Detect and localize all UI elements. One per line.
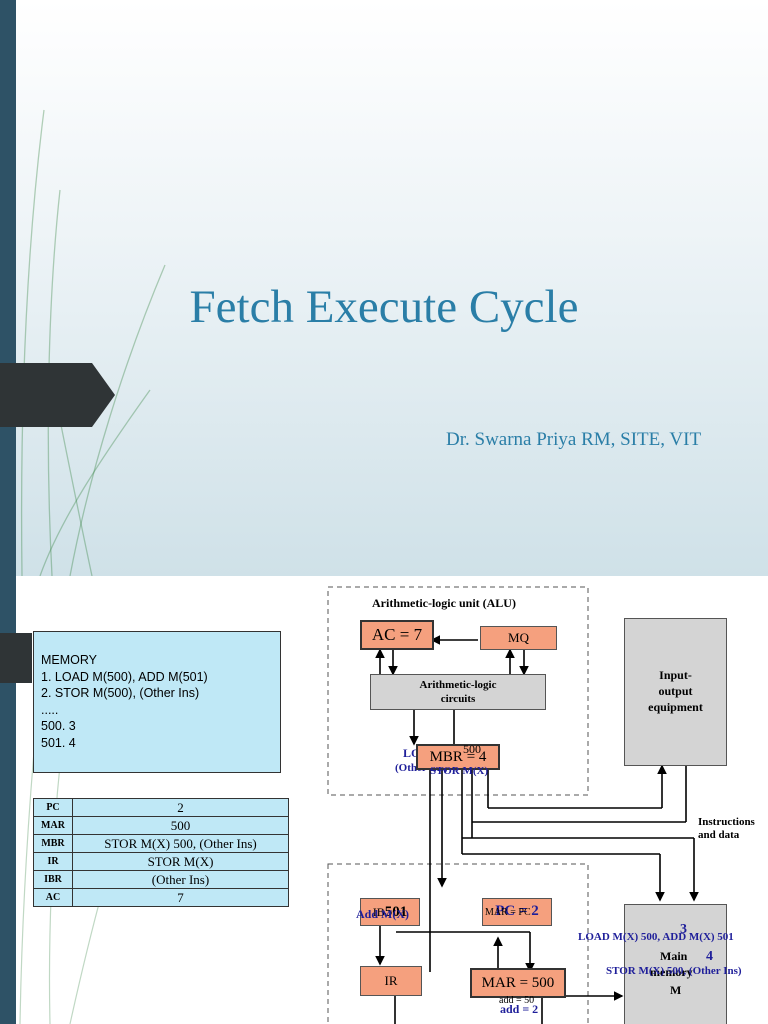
ibr-prefix: IB — [372, 905, 385, 919]
register-value: 7 — [72, 888, 289, 907]
instructions-line: Instructions — [698, 816, 755, 828]
ir-label: IR — [384, 973, 398, 988]
alu-circuits-line: circuits — [440, 693, 476, 705]
io-box: Input- output equipment — [624, 618, 727, 766]
memory-line: 500. 3 — [41, 719, 76, 733]
register-value: STOR M(X) — [72, 852, 289, 871]
mbr-box: MBR = 4 — [416, 744, 500, 770]
table-row: IBR(Other Ins) — [33, 870, 289, 889]
title-slide: Fetch Execute Cycle Dr. Swarna Priya RM,… — [0, 0, 768, 576]
mem-3: 3 — [680, 922, 687, 937]
arrow-tab-icon-2 — [0, 633, 32, 683]
register-value: STOR M(X) 500, (Other Ins) — [72, 834, 289, 853]
ibr-add: Add M(X) — [356, 907, 409, 921]
register-name: AC — [33, 888, 73, 907]
diagram-slide: MEMORY 1. LOAD M(500), ADD M(501) 2. STO… — [0, 576, 768, 1024]
register-name: IR — [33, 852, 73, 871]
mem-4: 4 — [706, 949, 713, 964]
mbr-stor: STOR M(X) — [430, 765, 489, 777]
pc-under: MAR = PC — [485, 907, 531, 918]
register-name: MBR — [33, 834, 73, 853]
pc-label: PC = 2 — [495, 903, 539, 919]
mem-memory: memory — [650, 965, 693, 979]
pc-box: PC = 2 — [482, 898, 552, 926]
register-value: 2 — [72, 798, 289, 817]
main-memory-box — [624, 904, 727, 1024]
mar-label: MAR = 500 — [481, 975, 555, 991]
ibr-501: 501 — [384, 904, 408, 920]
register-name: PC — [33, 798, 73, 817]
io-line: equipment — [648, 700, 703, 714]
register-value: 500 — [72, 816, 289, 835]
sidebar-strip-2 — [0, 576, 16, 1024]
ias-structure-diagram: Arithmetic-logic unit (ALU) AC = 7 MQ Ar… — [300, 576, 768, 1024]
memory-line: 2. STOR M(500), (Other Ins) — [41, 686, 200, 700]
memory-line: 501. 4 — [41, 735, 76, 750]
io-line: output — [658, 684, 693, 698]
io-line: Input- — [659, 668, 692, 682]
mbr-500: 500 — [463, 742, 481, 756]
register-name: IBR — [33, 870, 73, 889]
sidebar-strip — [0, 0, 16, 576]
ac-box: AC = 7 — [360, 620, 434, 650]
ir-box: IR — [360, 966, 422, 996]
mem-label: LOAD M(X) 500, ADD M(X) 501 — [578, 931, 734, 943]
ibr-box: IB501 — [360, 898, 420, 926]
register-name: MAR — [33, 816, 73, 835]
mem-main: Main — [660, 949, 688, 963]
ac-label: AC = 7 — [371, 625, 423, 644]
mbr-label: MBR = 4 — [429, 749, 487, 765]
arrow-tab-icon — [0, 363, 115, 427]
memory-line: ..... — [41, 702, 59, 717]
alu-title: Arithmetic-logic unit (ALU) — [372, 596, 516, 610]
memory-box: MEMORY 1. LOAD M(500), ADD M(501) 2. STO… — [33, 631, 281, 773]
mem-stor: STOR M(X) 500, (Other Ins) — [606, 965, 742, 977]
mar-under: add = 2 — [500, 1002, 539, 1016]
slide-title: Fetch Execute Cycle — [189, 281, 579, 333]
memory-line: 1. LOAD M(500), ADD M(501) — [41, 669, 208, 684]
mq-box: MQ — [480, 626, 557, 650]
mar-under2: add = 50 — [499, 995, 535, 1006]
register-value: (Other Ins) — [72, 870, 289, 889]
mar-box: MAR = 500 — [470, 968, 566, 998]
mem-M: M — [670, 983, 682, 997]
decorative-curves — [20, 109, 166, 576]
instructions-label: Instructions and data — [698, 816, 755, 842]
slide-subtitle: Dr. Swarna Priya RM, SITE, VIT — [446, 429, 702, 450]
instructions-line: and data — [698, 829, 740, 841]
memory-line: MEMORY — [41, 653, 98, 667]
alu-circuits-line: Arithmetic-logic — [419, 679, 497, 691]
alu-circuits-box: Arithmetic-logic circuits — [370, 674, 546, 710]
mq-label: MQ — [508, 630, 529, 645]
